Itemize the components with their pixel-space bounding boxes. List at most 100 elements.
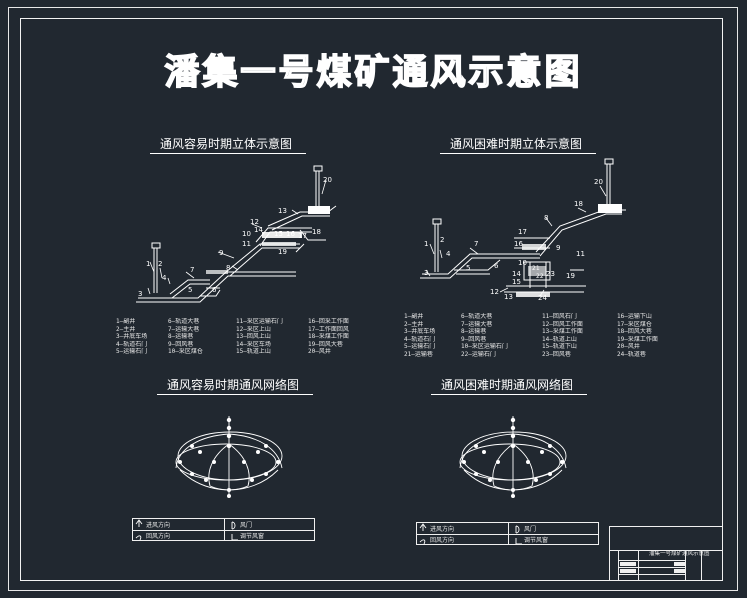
legend-item: 22—运输石门 — [461, 350, 496, 358]
legend-item: 17—工作面回风 — [308, 325, 349, 333]
hard-3d-schematic: 3 1 2 4 5 6 7 8 9 10 11 12 13 14 15 16 1… — [420, 158, 626, 302]
svg-text:18: 18 — [574, 200, 583, 208]
svg-text:7: 7 — [190, 266, 194, 274]
legend-item: 6—轨道大巷 — [461, 313, 493, 320]
legend-item: 1—副井 — [116, 318, 136, 325]
key-hard-door: 风门 — [524, 526, 537, 533]
hard-network-diagram — [459, 416, 567, 498]
svg-text:11: 11 — [576, 250, 585, 258]
title-easy-3d: 通风容易时期立体示意图 — [160, 137, 293, 151]
svg-text:4: 4 — [162, 274, 167, 282]
legend-item: 9—回风巷 — [168, 340, 194, 348]
svg-text:19: 19 — [278, 248, 287, 256]
svg-text:6: 6 — [212, 286, 217, 294]
svg-text:14: 14 — [512, 270, 521, 278]
legend-item: 11—采区运输石门 — [236, 318, 283, 325]
legend-row: 4—轨道石门 9—回风巷 14—轨道上山 19—采煤工作面 — [404, 336, 687, 344]
legend-item: 7—运输大巷 — [168, 325, 200, 333]
hard-shaft-head-20 — [604, 158, 614, 165]
legend-item: 20—风井 — [308, 348, 331, 356]
svg-text:4: 4 — [446, 250, 451, 258]
legend-item: 2—主井 — [404, 320, 424, 328]
legend-item: 2—主井 — [116, 325, 136, 333]
easy-3d-schematic: 3 1 2 4 5 6 7 8 9 10 11 12 13 14 15 16 1… — [136, 165, 337, 303]
main-title: 潘集一号煤矿通风示意图 — [164, 52, 583, 94]
svg-text:17: 17 — [298, 232, 307, 240]
legend-item: 13—采煤工作面 — [542, 328, 583, 336]
key-hard-return: 回风方向 — [430, 537, 455, 544]
svg-text:20: 20 — [594, 178, 603, 186]
legend-item: 23—回风巷 — [542, 350, 571, 358]
legend-item: 1—副井 — [404, 313, 424, 320]
legend-item: 24—轨道巷 — [617, 350, 646, 358]
legend-item: 20—风井 — [617, 343, 640, 351]
key-easy-door: 风门 — [240, 522, 253, 529]
legend-item: 17—采区煤仓 — [617, 320, 652, 328]
svg-text:22: 22 — [536, 273, 544, 280]
drawing-border-outer — [8, 7, 738, 591]
easy-network-diagram — [175, 416, 283, 498]
title-block-name: 潘集一号煤矿通风示意图 — [649, 551, 710, 557]
legend-item: 12—回风工作面 — [542, 320, 583, 328]
title-easy-network: 通风容易时期通风网络图 — [167, 378, 300, 392]
legend-item: 12—采区上山 — [236, 325, 271, 333]
svg-text:3: 3 — [138, 290, 142, 298]
title-easy-network-underline — [157, 394, 313, 395]
svg-text:12: 12 — [250, 218, 259, 226]
key-table-easy — [132, 518, 315, 541]
legend-item: 4—轨道石门 — [404, 335, 436, 343]
legend-item: 6—轨道大巷 — [168, 318, 200, 325]
legend-item: 7—运输大巷 — [461, 320, 493, 328]
svg-text:13: 13 — [278, 207, 287, 215]
key-easy-inflow: 进风方向 — [146, 522, 171, 529]
legend-row: 21—运输巷 22—运输石门 23—回风巷 24—轨道巷 — [404, 351, 687, 359]
title-hard-network-underline — [431, 394, 587, 395]
svg-text:16: 16 — [514, 240, 523, 248]
legend-item: 15—轨道上山 — [236, 348, 271, 356]
legend-item: 9—回风巷 — [461, 335, 487, 343]
svg-text:5: 5 — [466, 264, 470, 272]
title-hard-3d-underline — [440, 153, 596, 154]
legend-item: 3—井底车场 — [116, 333, 148, 341]
legend-item: 14—轨道上山 — [542, 335, 577, 343]
svg-text:8: 8 — [226, 264, 230, 272]
svg-text:19: 19 — [566, 272, 575, 280]
svg-text:12: 12 — [490, 288, 499, 296]
title-hard-3d: 通风困难时期立体示意图 — [450, 137, 583, 151]
legend-item: 15—轨道下山 — [542, 343, 577, 351]
legend-item: 5—运输石门 — [404, 343, 436, 351]
svg-text:5: 5 — [188, 286, 192, 294]
hard-shaft-head-1 — [432, 218, 442, 225]
svg-text:1: 1 — [146, 260, 150, 268]
legend-item: 16—运输下山 — [617, 313, 652, 320]
legend-item: 4—轨道石门 — [116, 340, 148, 348]
svg-text:14: 14 — [254, 226, 263, 234]
key-easy-regulator: 调节风窗 — [240, 533, 265, 540]
legend-item: 3—井底车场 — [404, 328, 436, 336]
drawing-border-inner — [20, 18, 723, 581]
easy-shaft-head-20 — [313, 165, 323, 172]
legend-item: 8—运输巷 — [461, 328, 487, 336]
svg-text:10: 10 — [518, 259, 527, 267]
key-hard-regulator: 调节风窗 — [524, 537, 549, 544]
svg-text:9: 9 — [219, 249, 223, 257]
svg-text:2: 2 — [158, 260, 162, 268]
svg-text:1: 1 — [424, 240, 428, 248]
legend-item: 8—运输巷 — [168, 333, 194, 341]
legend-item: 19—回风大巷 — [308, 340, 343, 348]
legend-item: 21—运输巷 — [404, 350, 433, 358]
svg-text:17: 17 — [518, 228, 527, 236]
legend-item: 18—回风大巷 — [617, 328, 652, 336]
svg-text:24: 24 — [538, 294, 547, 302]
svg-text:6: 6 — [494, 262, 499, 270]
svg-text:9: 9 — [556, 244, 560, 252]
title-block — [609, 526, 723, 581]
legend-item: 19—采煤工作面 — [617, 335, 658, 343]
